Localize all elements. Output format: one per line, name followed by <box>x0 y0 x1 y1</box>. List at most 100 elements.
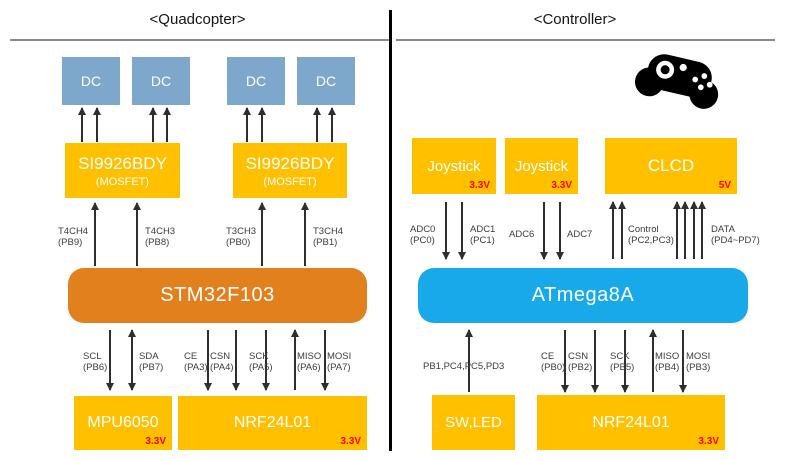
csn-arrow <box>590 330 599 393</box>
voltage-badge: 5V <box>718 180 731 191</box>
pin-label: T3CH4(PB1) <box>313 226 344 248</box>
adc-arrow <box>555 202 564 260</box>
mosi-arrow <box>678 330 687 393</box>
sck-arrow <box>261 330 270 391</box>
clcd-data-arrow <box>680 201 689 259</box>
pin-label: T4CH4(PB9) <box>58 226 89 248</box>
dc-motor-label: DC <box>315 73 337 89</box>
voltage-badge: 3.3V <box>698 436 719 447</box>
pin-label: CSN(PA4) <box>210 351 234 373</box>
mosi-arrow <box>320 330 329 391</box>
mpu6050-name: MPU6050 <box>87 414 159 431</box>
mosfet-box-2: SI9926BDY (MOSFET) <box>233 143 347 198</box>
mosfet-sub-label: (MOSFET) <box>95 175 150 188</box>
pin-label: T4CH3(PB8) <box>145 226 176 248</box>
quadcopter-title: <Quadcopter> <box>149 11 246 28</box>
motor-drive-arrow <box>257 107 266 142</box>
nrf24l01-box-left: NRF24L01 3.3V <box>178 396 367 450</box>
pin-label: SCK(PA5) <box>249 351 273 373</box>
pin-label: ADC1(PC1) <box>470 224 496 246</box>
motor-drive-arrow <box>148 107 157 142</box>
dc-motor-box-4: DC <box>297 57 355 105</box>
pin-label: Control(PC2,PC3) <box>628 224 674 246</box>
adc-arrow <box>441 202 450 260</box>
controller-header-line <box>396 39 775 41</box>
csn-arrow <box>231 330 240 391</box>
voltage-badge: 3.3V <box>145 436 166 447</box>
quadcopter-header-line <box>10 39 389 41</box>
dc-motor-label: DC <box>245 73 267 89</box>
pin-label: MOSI(PA7) <box>327 351 352 373</box>
gamepad-icon <box>627 41 729 124</box>
atmega-name: ATmega8A <box>531 284 635 306</box>
pwm-arrow <box>132 202 141 266</box>
pwm-arrow <box>300 202 309 266</box>
pin-label: CE(PB0) <box>541 351 566 373</box>
clcd-data-arrow <box>697 201 706 259</box>
adc-arrow <box>457 202 466 260</box>
clcd-data-arrow <box>689 201 698 259</box>
pin-label: MISO(PB4) <box>655 351 680 373</box>
ce-arrow <box>560 330 569 393</box>
motor-drive-arrow <box>242 107 251 142</box>
pwm-arrow <box>257 202 266 266</box>
clcd-name: CLCD <box>647 156 695 175</box>
mosfet-box-1: SI9926BDY (MOSFET) <box>65 143 180 198</box>
dc-motor-label: DC <box>80 73 102 89</box>
pin-label: SCK(PB5) <box>610 351 635 373</box>
dc-motor-box-3: DC <box>227 57 285 105</box>
sck-arrow <box>620 330 629 393</box>
joystick-box-1: Joystick 3.3V <box>412 138 496 194</box>
pin-label: SDA(PB7) <box>139 351 164 373</box>
pin-label: SCL(PB6) <box>83 351 108 373</box>
clcd-box: CLCD 5V <box>605 138 737 194</box>
pin-label: MISO(PA6) <box>297 351 322 373</box>
miso-arrow <box>290 329 299 390</box>
dc-motor-label: DC <box>150 73 172 89</box>
voltage-badge: 3.3V <box>551 180 572 191</box>
scl-arrow <box>105 330 114 391</box>
joystick-name: Joystick <box>514 157 569 175</box>
clcd-control-arrow <box>617 201 626 259</box>
ce-arrow <box>203 330 212 391</box>
swled-arrow <box>464 329 473 392</box>
atmega-box: ATmega8A <box>418 268 748 323</box>
controller-title: <Controller> <box>533 11 617 28</box>
pin-label: CE(PA3) <box>184 351 208 373</box>
pin-label: CSN(PB2) <box>568 351 593 373</box>
dc-motor-box-1: DC <box>62 57 120 105</box>
stm32-name: STM32F103 <box>160 284 275 306</box>
motor-drive-arrow <box>312 107 321 142</box>
pin-label: ADC7 <box>567 229 593 240</box>
dc-motor-box-2: DC <box>132 57 190 105</box>
pin-label: DATA(PD4~PD7) <box>711 224 760 246</box>
adc-arrow <box>539 202 548 260</box>
clcd-control-arrow <box>608 201 617 259</box>
nrf24l01-name: NRF24L01 <box>592 413 670 431</box>
motor-drive-arrow <box>92 107 101 142</box>
miso-arrow <box>648 329 657 392</box>
swled-name: SW,LED <box>445 414 502 431</box>
pin-label: ADC6 <box>509 229 535 240</box>
mpu6050-box: MPU6050 3.3V <box>74 396 172 450</box>
nrf24l01-box-right: NRF24L01 3.3V <box>537 395 725 450</box>
pin-label: MOSI(PB3) <box>686 351 711 373</box>
pin-label: PB1,PC4,PC5,PD3 <box>423 361 505 372</box>
mosfet-name: SI9926BDY <box>78 153 167 173</box>
pin-label: ADC0(PC0) <box>410 224 436 246</box>
pwm-arrow <box>90 202 99 266</box>
sda-arrow <box>127 329 136 391</box>
clcd-data-arrow <box>672 201 681 259</box>
stm32-box: STM32F103 <box>68 268 367 323</box>
voltage-badge: 3.3V <box>469 180 490 191</box>
mosfet-sub-label: (MOSFET) <box>263 175 317 188</box>
motor-drive-arrow <box>77 107 86 142</box>
section-divider <box>389 10 392 451</box>
joystick-box-2: Joystick 3.3V <box>505 138 578 194</box>
joystick-name: Joystick <box>427 157 481 175</box>
motor-drive-arrow <box>162 107 171 142</box>
voltage-badge: 3.3V <box>340 436 361 447</box>
mosfet-name: SI9926BDY <box>245 153 335 173</box>
nrf24l01-name: NRF24L01 <box>233 414 312 431</box>
